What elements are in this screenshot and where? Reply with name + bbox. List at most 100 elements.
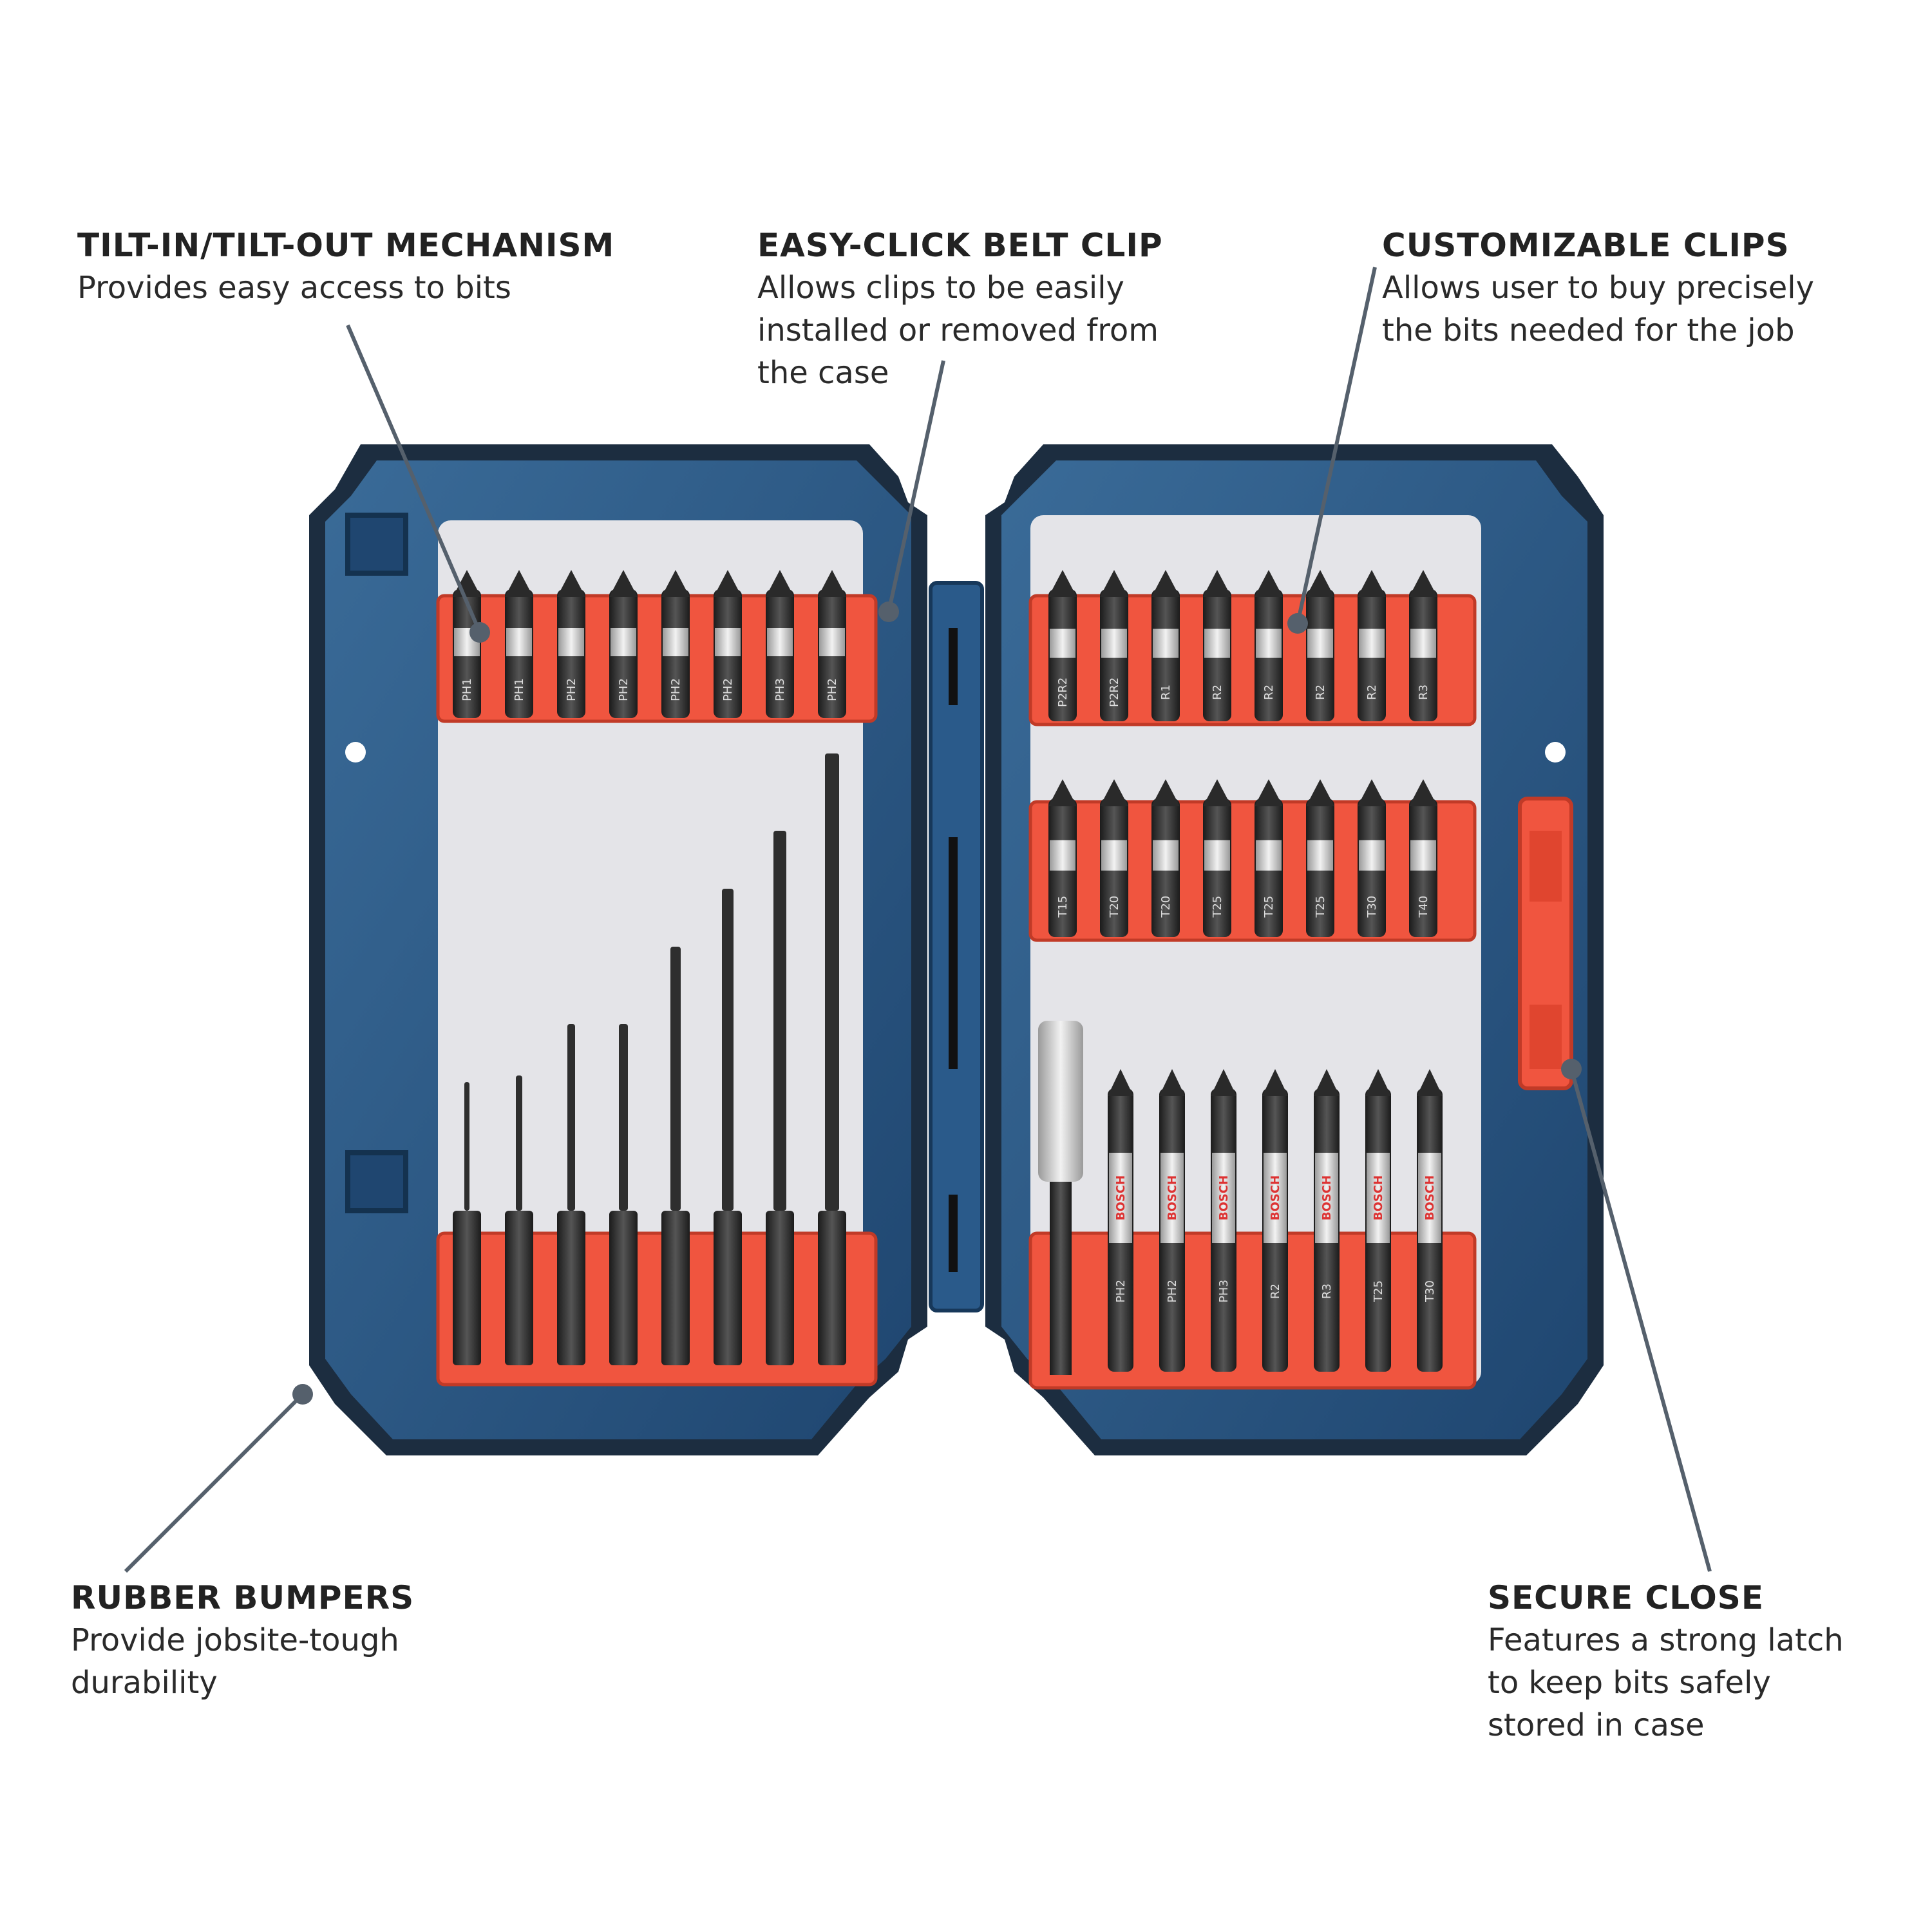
leader-tilt — [346, 324, 482, 634]
bit-tip — [1358, 779, 1386, 806]
clip-left-bottom — [436, 1231, 878, 1387]
callout-body: Allows user to buy precisely the bits ne… — [1382, 270, 1815, 348]
right-bottom-bit-label: PH3 — [1217, 1280, 1231, 1303]
bit-tip — [818, 570, 846, 597]
bit-tip — [1306, 570, 1334, 597]
bit-tip — [1409, 779, 1437, 806]
left-top-bit-label: PH1 — [513, 678, 526, 701]
leader-clips — [1296, 267, 1377, 624]
drill-hex-shank — [505, 1211, 533, 1365]
bit-band — [1367, 1153, 1390, 1243]
callout-title: TILT-IN/TILT-OUT MECHANISM — [77, 227, 615, 264]
callout-body: Provide jobsite-tough durability — [71, 1622, 399, 1701]
bit-band — [819, 628, 845, 656]
bit-tip — [1409, 570, 1437, 597]
right-case-hole — [1545, 742, 1566, 762]
bit-tip — [1211, 1069, 1236, 1096]
long-bit: BOSCH PH3 — [1211, 1069, 1236, 1372]
bit-tip — [1203, 570, 1231, 597]
callout-title: SECURE CLOSE — [1488, 1579, 1764, 1616]
bit-band — [663, 628, 688, 656]
screw-bit: R1 — [1151, 570, 1180, 721]
bit-tip — [1159, 1069, 1185, 1096]
clip-right-top — [1028, 594, 1477, 726]
leader-secure — [1569, 1068, 1712, 1572]
right-bottom-bit-label: PH2 — [1166, 1280, 1179, 1303]
brand-mark: BOSCH — [1423, 1175, 1437, 1220]
callout-title: EASY-CLICK BELT CLIP — [757, 227, 1163, 264]
bit-band — [1204, 629, 1230, 658]
screw-bit: T20 — [1100, 779, 1128, 937]
callout-body: Features a strong latch to keep bits saf… — [1488, 1622, 1844, 1743]
left-top-bit-label: PH2 — [669, 678, 683, 701]
clip-left-top — [436, 594, 878, 723]
bit-tip — [557, 570, 585, 597]
bit-tip — [1306, 779, 1334, 806]
drill-hex-shank — [661, 1211, 690, 1365]
bit-tip — [1100, 779, 1128, 806]
bit-tip — [1358, 570, 1386, 597]
brand-mark: BOSCH — [1320, 1175, 1334, 1220]
bit-band — [1315, 1153, 1338, 1243]
screw-bit: PH2 — [609, 570, 638, 718]
left-top-bit-label: PH1 — [460, 678, 474, 701]
bit-band — [1050, 629, 1075, 658]
bit-band — [1050, 840, 1075, 871]
screw-bit: P2R2 — [1048, 570, 1077, 721]
left-wall-notch — [345, 513, 408, 576]
clip-right-mid — [1028, 800, 1477, 942]
right-mid-bit-label: T15 — [1056, 896, 1070, 918]
right-top-bit-label: R3 — [1417, 685, 1430, 700]
holder-shank — [1050, 1182, 1072, 1375]
drill-bit — [453, 1082, 481, 1365]
screw-bit: T40 — [1409, 779, 1437, 937]
leader-dot — [878, 601, 899, 622]
leader-dot — [1561, 1059, 1582, 1079]
case-hinge — [929, 581, 984, 1312]
leader-lines — [124, 267, 1712, 1573]
drill-bit — [505, 1075, 533, 1365]
left-case-hole — [345, 742, 366, 762]
right-mid-bit-label: T25 — [1314, 896, 1327, 918]
screw-bit: R2 — [1203, 570, 1231, 721]
bit-band — [1410, 629, 1436, 658]
bit-tip — [1255, 570, 1283, 597]
bit-band — [1264, 1153, 1287, 1243]
left-top-bit-label: PH2 — [565, 678, 578, 701]
left-top-bit-label: PH2 — [617, 678, 630, 701]
screw-bit: PH2 — [557, 570, 585, 718]
screw-bit: PH2 — [818, 570, 846, 718]
bit-band — [1256, 840, 1282, 871]
bit-tip — [1203, 779, 1231, 806]
bit-band — [715, 628, 741, 656]
leader-dot — [1287, 613, 1308, 634]
bit-band — [1204, 840, 1230, 871]
bit-band — [1212, 1153, 1235, 1243]
brand-mark: BOSCH — [1372, 1175, 1385, 1220]
drill-bit — [661, 947, 690, 1365]
drill-bit — [714, 889, 742, 1365]
bit-band — [1153, 840, 1179, 871]
drill-bit — [609, 1024, 638, 1365]
bit-band — [1359, 840, 1385, 871]
right-top-bit-label: R1 — [1159, 685, 1173, 700]
right-bottom-bit-label: PH2 — [1114, 1280, 1128, 1303]
brand-mark: BOSCH — [1217, 1175, 1231, 1220]
screw-bit: T30 — [1358, 779, 1386, 937]
drill-hex-shank — [818, 1211, 846, 1365]
leader-dot — [292, 1384, 313, 1405]
screw-bit: R3 — [1409, 570, 1437, 721]
right-bottom-bit-label: R2 — [1269, 1283, 1282, 1299]
bit-band — [611, 628, 636, 656]
callout-customizable-clips: CUSTOMIZABLE CLIPS Allows user to buy pr… — [1382, 224, 1910, 352]
hinge-slot — [949, 837, 958, 1069]
screw-bit: R2 — [1306, 570, 1334, 721]
bit-band — [558, 628, 584, 656]
right-mid-bit-label: T25 — [1262, 896, 1276, 918]
drill-flute — [619, 1024, 628, 1211]
right-top-bit-label: R2 — [1211, 685, 1224, 700]
bit-tip — [1314, 1069, 1340, 1096]
